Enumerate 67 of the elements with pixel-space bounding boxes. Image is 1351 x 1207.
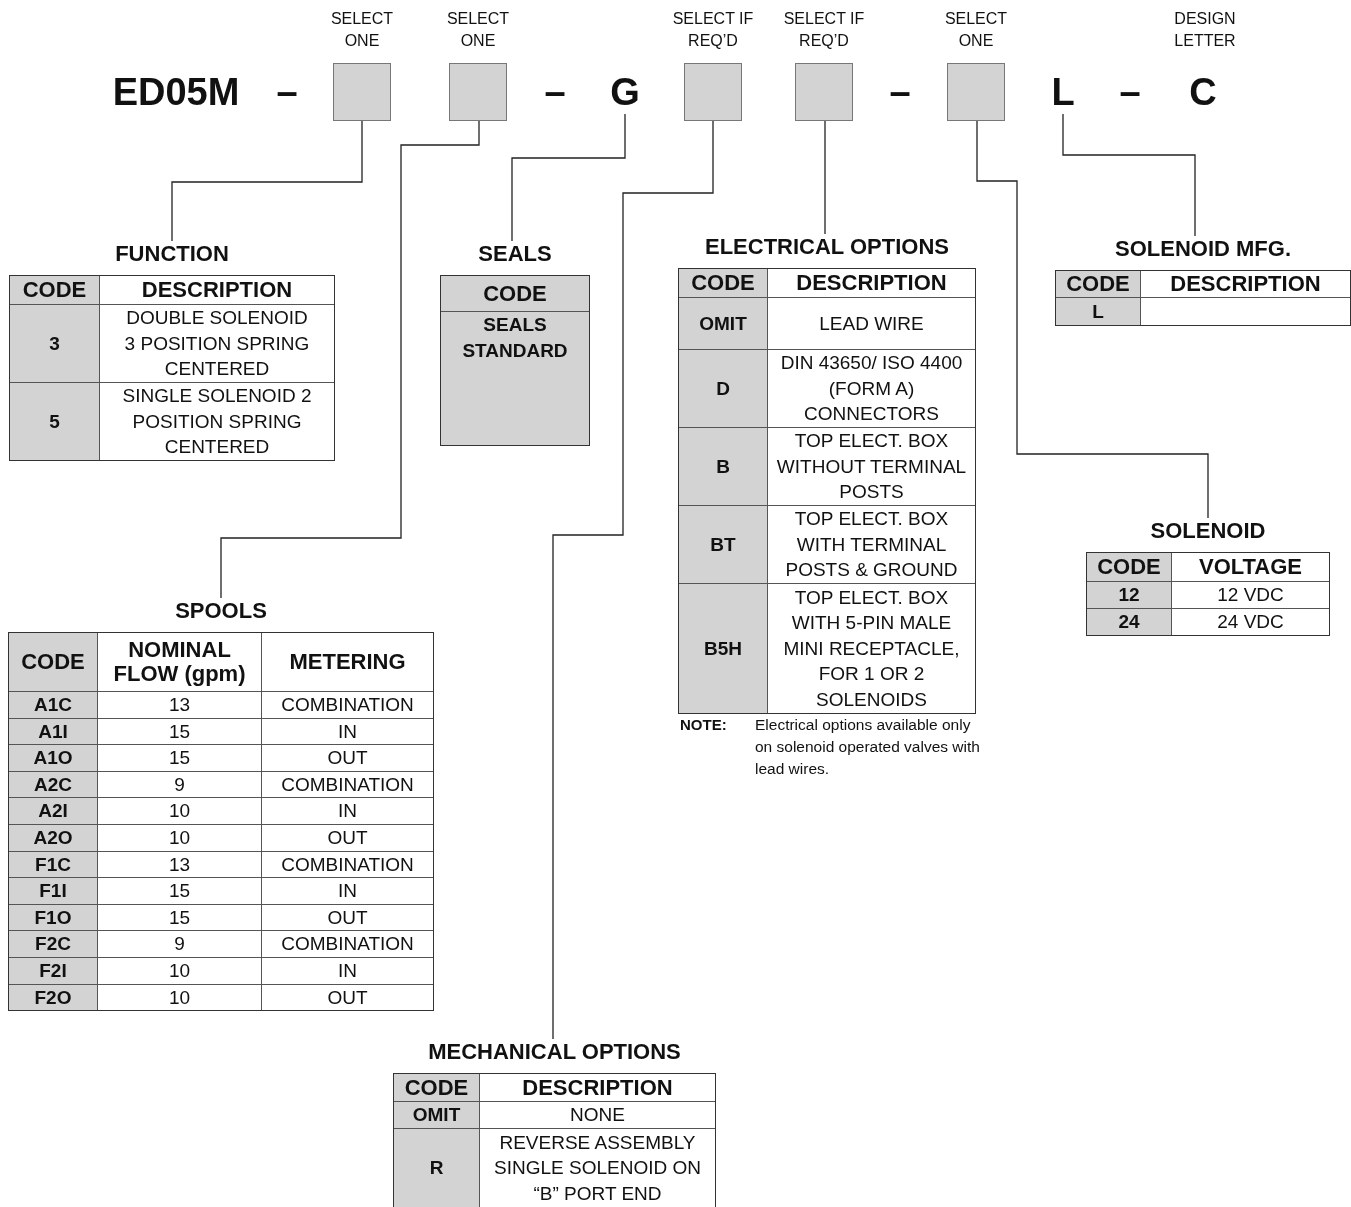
select-note: SELECT ONE: [445, 9, 511, 51]
leader-line: [1062, 113, 1196, 237]
table-title: FUNCTION: [114, 241, 230, 267]
leader-line: [824, 120, 826, 235]
code-cell: 24: [1087, 609, 1172, 635]
code-cell: A1O: [9, 745, 98, 771]
note-text: Electrical options available only on solenoid operated valves with lead wires.: [755, 715, 980, 779]
code-letter: ED05M: [112, 70, 240, 114]
code-cell: F1O: [9, 904, 98, 931]
table-title: MECHANICAL OPTIONS: [427, 1039, 682, 1065]
select-note: SELECT IF REQ’D: [782, 9, 866, 51]
code-cell: A1C: [9, 692, 98, 718]
select-note: SELECT ONE: [943, 9, 1009, 51]
code-letter: C: [1189, 70, 1217, 114]
table-title: SOLENOID MFG.: [1114, 236, 1292, 262]
code-cell: SEALS STANDARD: [441, 312, 589, 445]
code-cell: F2I: [9, 957, 98, 984]
select-box: [795, 63, 853, 121]
column-header: CODE: [679, 269, 768, 297]
code-letter: –: [544, 70, 566, 114]
column-header: CODE: [1056, 271, 1141, 297]
select-note: SELECT ONE: [329, 9, 395, 51]
code-cell: BT: [679, 506, 768, 583]
select-box: [947, 63, 1005, 121]
leader-line: [511, 113, 626, 242]
code-cell: R: [394, 1129, 480, 1207]
code-cell: L: [1056, 298, 1141, 325]
code-letter: G: [610, 70, 640, 114]
code-letter: –: [889, 70, 911, 114]
column-header: CODE: [1087, 553, 1172, 581]
code-cell: D: [679, 350, 768, 427]
code-cell: F2C: [9, 931, 98, 957]
design-note: DESIGN LETTER: [1173, 9, 1237, 51]
table-title: SPOOLS: [174, 598, 268, 624]
select-box: [449, 63, 507, 121]
code-cell: 5: [10, 383, 100, 460]
select-box: [684, 63, 742, 121]
code-letter: –: [1119, 70, 1141, 114]
code-cell: B5H: [679, 584, 768, 713]
code-cell: A2C: [9, 771, 98, 798]
column-header: CODE: [441, 276, 589, 311]
leader-line: [976, 120, 1209, 519]
leader-line: [552, 120, 714, 1040]
code-cell: OMIT: [679, 298, 768, 349]
code-cell: F1I: [9, 878, 98, 904]
code-cell: A2I: [9, 798, 98, 824]
code-cell: A2O: [9, 824, 98, 851]
leader-line: [220, 120, 480, 599]
code-letter: –: [276, 70, 298, 114]
column-header: CODE: [9, 633, 98, 691]
select-box: [333, 63, 391, 121]
code-cell: OMIT: [394, 1102, 480, 1128]
table-title: SEALS: [477, 241, 553, 267]
code-cell: F1C: [9, 851, 98, 878]
code-cell: 12: [1087, 582, 1172, 608]
code-letter: L: [1051, 70, 1075, 114]
table-title: ELECTRICAL OPTIONS: [703, 234, 951, 260]
code-cell: A1I: [9, 718, 98, 745]
select-note: SELECT IF REQ’D: [671, 9, 755, 51]
column-header: CODE: [10, 276, 100, 304]
code-cell: 3: [10, 305, 100, 382]
table-title: SOLENOID: [1149, 518, 1267, 544]
column-header: CODE: [394, 1074, 480, 1101]
leader-line: [171, 120, 363, 242]
code-cell: F2O: [9, 984, 98, 1011]
code-cell: B: [679, 428, 768, 505]
note-label: NOTE:: [680, 715, 727, 735]
